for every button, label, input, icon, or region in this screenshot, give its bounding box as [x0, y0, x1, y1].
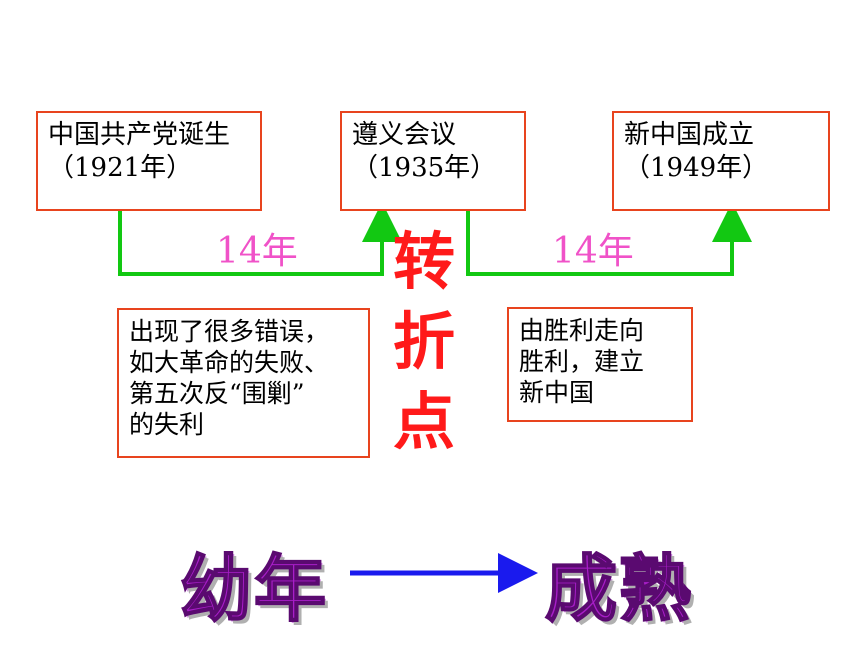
note-box-early-period: 出现了很多错误， 如大革命的失败、 第五次反“围剿” 的失利 [117, 308, 370, 458]
event-year: （1949年） [624, 153, 769, 183]
note-line: 胜利，建立 [519, 347, 645, 376]
note-line: 的失利 [129, 410, 205, 439]
connector-1921-to-1935 [118, 202, 402, 276]
event-box-zunyi-meeting: 遵义会议 （1935年） [340, 111, 526, 211]
event-year: （1921年） [48, 153, 193, 183]
span-label-first: 14年 [216, 231, 298, 272]
turning-point-label: 转 折 点 [386, 222, 462, 462]
connector-1935-to-1949 [466, 202, 752, 276]
turning-point-char: 点 [392, 385, 455, 458]
event-name: 中国共产党诞生 [48, 120, 231, 150]
note-line: 新中国 [519, 378, 595, 407]
turning-point-char: 转 [392, 225, 455, 298]
event-year: （1935年） [352, 153, 497, 183]
note-line: 出现了很多错误， [129, 317, 330, 346]
event-name: 新中国成立 [624, 120, 755, 150]
stage-from-label: 幼年 [179, 546, 329, 632]
note-line: 由胜利走向 [519, 316, 645, 345]
note-line: 如大革命的失败、 [129, 348, 330, 377]
note-line: 第五次反“围剿” [129, 379, 305, 408]
stage-to-label: 成熟 [544, 546, 694, 632]
span-label-second: 14年 [552, 231, 634, 272]
note-box-later-period: 由胜利走向 胜利，建立 新中国 [507, 307, 693, 422]
event-box-prc-founding: 新中国成立 （1949年） [612, 111, 830, 211]
turning-point-char: 折 [392, 305, 455, 378]
event-name: 遵义会议 [352, 120, 457, 150]
event-box-party-founding: 中国共产党诞生 （1921年） [36, 111, 262, 211]
